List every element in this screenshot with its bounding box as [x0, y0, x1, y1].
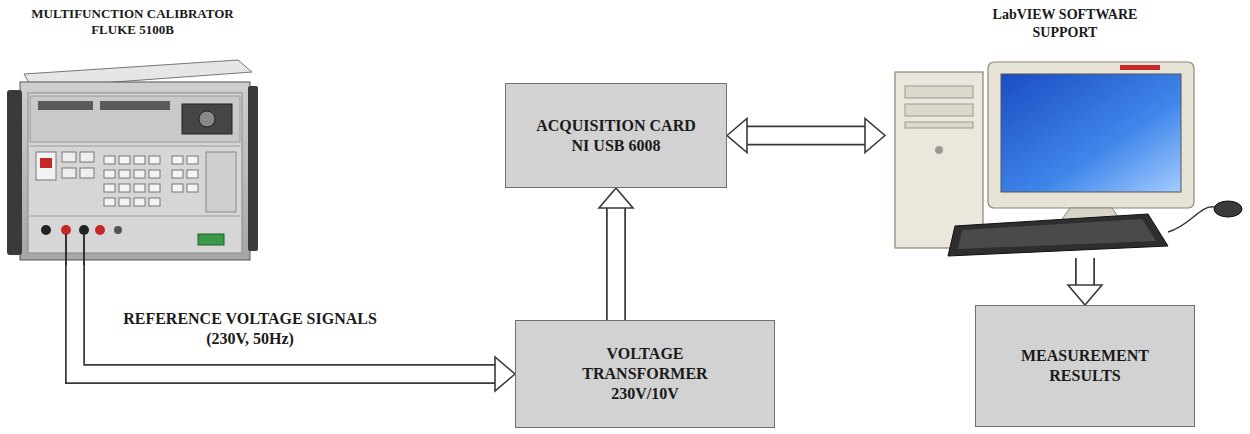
arrow-shaft-fill	[608, 205, 625, 320]
calibrator-illustration-part	[41, 225, 51, 235]
computer-illustration-part	[905, 86, 973, 98]
computer-illustration-part	[1168, 207, 1214, 232]
calibrator-illustration-part	[28, 93, 242, 253]
calibrator-illustration-part	[62, 152, 76, 162]
arrow-shaft-outline	[606, 205, 626, 320]
calibrator-illustration-part	[172, 156, 183, 164]
computer-illustration-part	[905, 104, 973, 116]
node-label: MEASUREMENT RESULTS	[1010, 346, 1160, 386]
computer-illustration-part	[1214, 201, 1242, 217]
calibrator-illustration-part	[119, 198, 130, 206]
calibrator-illustration-part	[172, 184, 183, 192]
calibrator-illustration-part	[104, 198, 115, 206]
hollow-arrow-connector	[1068, 258, 1102, 305]
calibrator-illustration-part	[134, 198, 145, 206]
calibrator-illustration-part	[149, 198, 160, 206]
calibrator-illustration-part	[104, 170, 115, 178]
calibrator-illustration-part	[30, 216, 240, 217]
computer-illustration-part	[988, 62, 1194, 208]
calibrator-illustration-part	[61, 225, 71, 235]
process-box: VOLTAGE TRANSFORMER 230V/10V	[515, 320, 775, 428]
calibrator-illustration-part	[20, 82, 250, 260]
calibrator-illustration-part	[36, 152, 56, 180]
calibrator-illustration	[7, 60, 258, 266]
arrow-head	[599, 188, 633, 208]
process-box: ACQUISITION CARD NI USB 6008	[505, 83, 727, 188]
calibrator-illustration-part	[134, 184, 145, 192]
calibrator-illustration-part	[80, 152, 94, 162]
arrow-shaft-fill	[744, 127, 868, 144]
calibrator-illustration-part	[95, 225, 105, 235]
arrow-head	[865, 119, 885, 153]
calibrator-illustration-part	[79, 225, 89, 235]
calibrator-illustration-part	[248, 86, 258, 251]
calibrator-illustration-part	[198, 234, 224, 245]
calibrator-illustration-part	[187, 170, 198, 178]
computer-illustration-part	[948, 214, 1168, 256]
calibrator-illustration-part	[149, 156, 160, 164]
arrow-head	[495, 357, 515, 391]
instrument-figure: MULTIFUNCTION CALIBRATOR FLUKE 5100B	[5, 2, 260, 265]
calibrator-illustration-part	[104, 184, 115, 192]
calibrator-illustration-part	[119, 156, 130, 164]
hollow-arrow-connector	[727, 119, 885, 153]
calibrator-illustration-part	[114, 226, 122, 234]
arrow-shaft-outline	[75, 265, 498, 374]
calibrator-illustration-part	[30, 146, 240, 147]
computer-illustration-part	[895, 72, 983, 248]
calibrator-illustration-part	[149, 170, 160, 178]
calibrator-illustration-part	[172, 170, 183, 178]
calibrator-illustration-part	[149, 184, 160, 192]
hollow-arrow-connector	[75, 265, 515, 391]
calibrator-illustration-part	[65, 234, 67, 266]
calibrator-illustration-part	[119, 184, 130, 192]
arrow-shaft-outline	[1075, 258, 1095, 288]
calibrator-illustration-part	[134, 170, 145, 178]
signal-label: REFERENCE VOLTAGE SIGNALS (230V, 50Hz)	[112, 308, 388, 350]
computer-illustration-part	[1120, 65, 1160, 70]
node-label: VOLTAGE TRANSFORMER 230V/10V	[570, 344, 720, 404]
arrow-head	[727, 119, 747, 153]
computer-illustration-part	[935, 146, 943, 154]
computer-figure: LabVIEW SOFTWARE SUPPORT	[885, 2, 1245, 258]
calibrator-illustration-part	[83, 234, 85, 266]
calibrator-illustration-part	[38, 101, 93, 110]
calibrator-illustration-part	[199, 111, 215, 127]
calibrator-illustration-part	[30, 96, 240, 142]
calibrator-illustration-part	[62, 168, 76, 178]
calibrator-illustration-part	[182, 104, 232, 134]
node-label: LabVIEW SOFTWARE SUPPORT	[980, 6, 1150, 41]
arrow-head	[1068, 285, 1102, 305]
node-label: MULTIFUNCTION CALIBRATOR FLUKE 5100B	[23, 6, 243, 39]
node-label: ACQUISITION CARD NI USB 6008	[530, 116, 702, 156]
computer-illustration	[895, 62, 1242, 256]
arrow-shaft-fill	[75, 265, 498, 374]
computer-illustration-part	[905, 122, 973, 128]
hollow-arrow-connector	[599, 188, 633, 320]
calibrator-illustration-part	[40, 158, 52, 168]
calibrator-illustration-part	[104, 156, 115, 164]
calibrator-illustration-part	[187, 156, 198, 164]
computer-illustration-part	[1001, 74, 1181, 192]
calibrator-illustration-part	[80, 168, 94, 178]
output-box: MEASUREMENT RESULTS	[975, 305, 1195, 427]
computer-illustration-part	[958, 219, 1156, 249]
calibrator-illustration-part	[187, 184, 198, 192]
calibrator-illustration-part	[7, 90, 22, 255]
calibrator-illustration-part	[134, 156, 145, 164]
calibrator-illustration-part	[206, 152, 236, 212]
arrow-shaft-fill	[1077, 258, 1094, 288]
calibrator-illustration-part	[100, 101, 170, 110]
calibrator-illustration-part	[119, 170, 130, 178]
arrow-shaft-outline	[744, 126, 868, 146]
